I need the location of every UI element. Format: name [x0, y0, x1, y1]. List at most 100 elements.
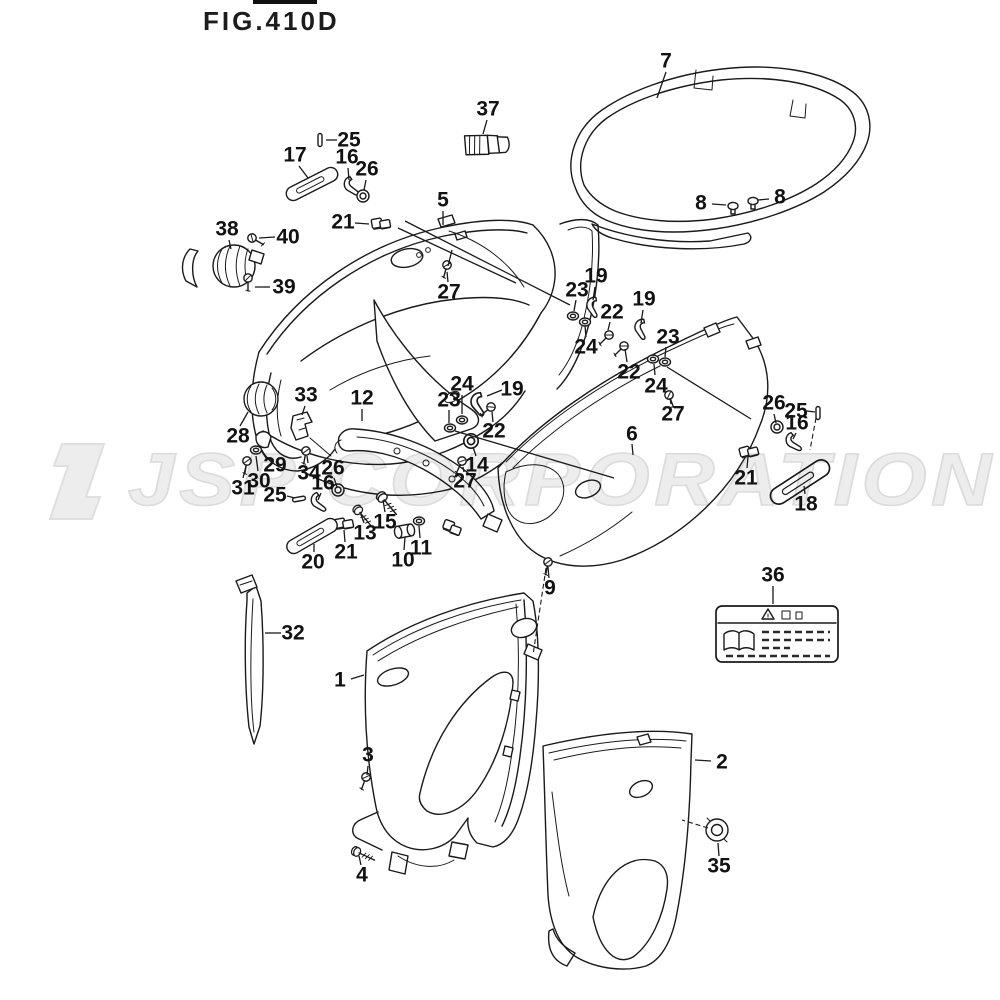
- grommet-35-drawing: [705, 817, 729, 843]
- part-40-screw-glyph: [245, 231, 267, 249]
- part-22-screw-glyph: [610, 339, 631, 360]
- callout-5: 5: [437, 188, 449, 212]
- part-8-pin-glyph: [747, 196, 759, 210]
- callout-12: 12: [350, 386, 374, 410]
- callout-37: 37: [476, 97, 500, 121]
- warning-triangle-icon: [761, 608, 775, 620]
- leader-line: [382, 499, 386, 513]
- scan-artifact-bar: [253, 0, 317, 4]
- leader-line: [653, 363, 656, 376]
- part-33-bracket-glyph: [290, 411, 332, 457]
- leader-line: [656, 71, 667, 99]
- callout-11: 11: [409, 536, 433, 560]
- leader-line: [333, 477, 338, 488]
- leader-line: [239, 411, 249, 427]
- callout-21: 21: [334, 540, 358, 564]
- callout-27: 27: [453, 469, 477, 493]
- callout-18: 18: [794, 492, 818, 516]
- leader-line: [397, 227, 517, 284]
- callout-25: 25: [784, 399, 808, 423]
- leader-line: [640, 309, 644, 324]
- part-29-bracket-glyph: [255, 430, 272, 449]
- leader-line: [694, 759, 712, 762]
- callout-6: 6: [626, 422, 638, 446]
- callout-3: 3: [362, 743, 374, 767]
- leader-line: [664, 346, 667, 358]
- callout-30: 30: [247, 469, 271, 493]
- leader-line: [669, 397, 672, 405]
- dashed-leader-line: [809, 417, 817, 451]
- callout-4: 4: [356, 863, 368, 887]
- callout-9: 9: [544, 576, 556, 600]
- leader-line: [624, 348, 628, 363]
- part-22-screw-glyph: [595, 328, 616, 349]
- part-21-latch-glyph: [370, 215, 392, 232]
- line-art: [181, 66, 871, 970]
- leader-line: [446, 271, 449, 283]
- lower-cover-left-drawing: [352, 592, 543, 875]
- callout-32: 32: [281, 621, 305, 645]
- jsp-logo: [48, 443, 106, 520]
- part-4-bolt-glyph: [349, 844, 378, 865]
- callout-19: 19: [500, 377, 524, 401]
- watermark: JSP CORPORATION: [48, 437, 993, 522]
- callout-22: 22: [617, 360, 641, 384]
- callout-21: 21: [331, 210, 355, 234]
- leader-line: [255, 455, 259, 472]
- leader-line: [607, 321, 611, 331]
- callout-27: 27: [661, 402, 685, 426]
- callout-19: 19: [632, 287, 656, 311]
- callout-22: 22: [600, 300, 624, 324]
- callout-17: 17: [283, 143, 307, 167]
- leader-line: [354, 222, 370, 225]
- leader-line: [486, 389, 503, 397]
- callout-23: 23: [565, 278, 589, 302]
- callout-15: 15: [373, 510, 397, 534]
- lower-cover-right-drawing: [542, 730, 693, 970]
- leader-line: [301, 405, 306, 416]
- callout-19: 19: [584, 264, 608, 288]
- leader-line: [403, 536, 406, 551]
- callout-1: 1: [334, 668, 346, 692]
- leader-line: [803, 485, 806, 495]
- leader-line: [343, 529, 346, 543]
- callout-26: 26: [321, 456, 345, 480]
- callout-14: 14: [465, 453, 489, 477]
- leader-lines: [228, 71, 817, 866]
- callout-16: 16: [785, 411, 809, 435]
- part-23-washer-glyph: [658, 357, 672, 367]
- callout-33: 33: [294, 383, 318, 407]
- callout-35: 35: [707, 854, 731, 878]
- callout-2: 2: [716, 750, 728, 774]
- leader-line: [298, 165, 309, 179]
- callout-16: 16: [311, 471, 335, 495]
- gasket-drawing: [570, 66, 871, 250]
- part-19-clip-glyph: [633, 317, 648, 341]
- leader-line: [491, 411, 494, 423]
- part-23-washer-glyph: [566, 311, 580, 321]
- leader-line: [366, 765, 369, 776]
- leader-line: [418, 525, 421, 539]
- callout-31: 31: [231, 476, 255, 500]
- callout-21: 21: [734, 466, 758, 490]
- part-23-washer-glyph: [443, 423, 457, 433]
- callout-7: 7: [660, 49, 672, 73]
- part-26-grommet-glyph: [356, 189, 370, 203]
- grommet-38-drawing: [181, 244, 265, 288]
- callout-27: 27: [437, 280, 461, 304]
- leader-line: [358, 855, 362, 866]
- leader-line: [573, 299, 577, 312]
- callout-39: 39: [272, 275, 296, 299]
- part-24-nut-glyph: [455, 415, 469, 425]
- callout-22: 22: [482, 419, 506, 443]
- part-25-pin-glyph: [317, 132, 323, 148]
- callout-40: 40: [276, 225, 300, 249]
- callout-10: 10: [391, 548, 415, 572]
- leader-line: [286, 495, 296, 499]
- leader-line: [228, 239, 232, 250]
- leader-line: [242, 465, 247, 479]
- leader-line: [482, 119, 488, 135]
- leader-line: [317, 492, 322, 501]
- leader-line: [359, 511, 365, 524]
